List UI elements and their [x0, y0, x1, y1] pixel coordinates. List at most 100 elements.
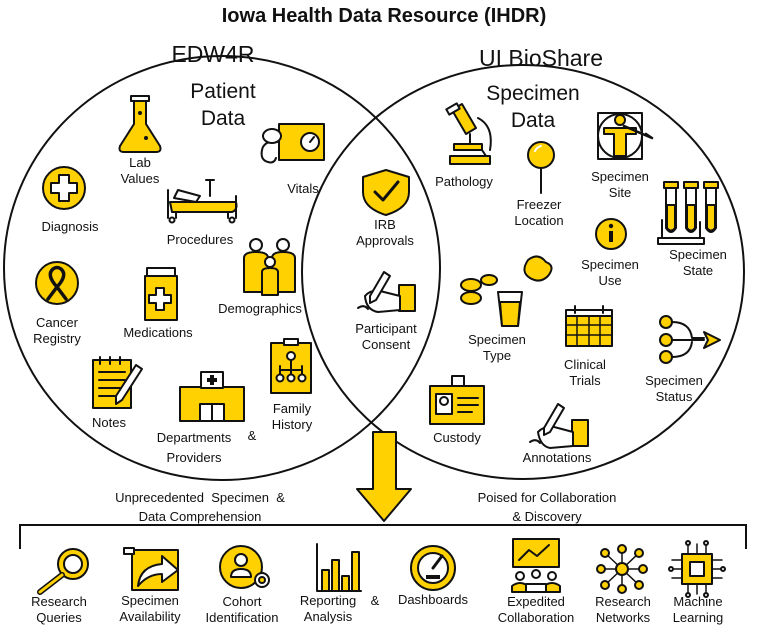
specimen-type-label: Specimen Type: [459, 332, 535, 364]
benefit-machine-learning: Machine Learning: [662, 594, 734, 626]
status-flow-icon: [659, 315, 721, 364]
blood-pressure-icon: [260, 123, 325, 164]
providers-line: Providers: [166, 449, 222, 465]
specimen-state-label: Specimen State: [660, 247, 736, 279]
procedures-label: Procedures: [166, 232, 234, 247]
pathology-label: Pathology: [435, 174, 493, 189]
specimen-data-heading: Specimen Data: [478, 80, 588, 135]
trials-line-1: Clinical: [564, 357, 606, 372]
bioshare-circle: [301, 64, 745, 480]
status-line-2: Status: [655, 388, 693, 404]
departments-line: Departments: [156, 430, 232, 445]
benefit-research-queries-line-1: Research: [31, 594, 87, 609]
bar-chart-icon: [316, 543, 362, 592]
signing-hand-icon: [357, 271, 416, 313]
hospital-bed-icon: [167, 179, 238, 224]
medications-label: Medications: [123, 325, 193, 340]
id-badge-icon: [429, 375, 485, 425]
specimen-samples-icon: [460, 255, 553, 327]
page-title: Iowa Health Data Resource (IHDR): [221, 5, 547, 27]
cancer-registry-label: Cancer Registry: [22, 315, 92, 347]
participant-consent-label: Participant Consent: [340, 321, 432, 353]
test-tubes-icon: [657, 181, 719, 245]
vitals-label: Vitals: [287, 181, 319, 196]
family-history-line-2: History: [271, 416, 313, 432]
diagnosis-label: Diagnosis: [41, 219, 99, 234]
benefit-collab-line-2: Collaboration: [497, 609, 575, 625]
shield-check-icon: [362, 169, 410, 216]
flask-icon: [118, 95, 162, 153]
benefit-research-networks: Research Networks: [588, 594, 658, 626]
benefit-research-queries-line-2: Queries: [36, 609, 82, 625]
cancer-registry-line-1: Cancer: [36, 315, 78, 330]
lab-values-line-1: Lab: [129, 155, 151, 170]
demographics-label: Demographics: [218, 301, 302, 316]
type-line-2: Type: [482, 347, 512, 363]
benefit-networks-line-2: Networks: [595, 609, 651, 625]
tagline-right-line-1: Poised for Collaboration: [477, 490, 617, 505]
tagline-left-line-2: Data Comprehension: [138, 508, 262, 524]
lab-values-label: Lab Values: [105, 155, 175, 187]
irb-line-2: Approvals: [356, 232, 414, 248]
chip-icon: [668, 540, 726, 598]
use-line-1: Specimen: [581, 257, 639, 272]
benefit-collab-line-1: Expedited: [507, 594, 565, 609]
state-line-2: State: [682, 262, 714, 278]
consent-line-2: Consent: [361, 336, 411, 352]
freezer-location-label: Freezer Location: [504, 197, 574, 229]
specimen-status-label: Specimen Status: [636, 373, 712, 405]
cancer-ribbon-icon: [35, 261, 79, 305]
specimen-data-line-2: Data: [510, 109, 556, 133]
patient-data-line-1: Patient: [190, 80, 256, 103]
custody-label: Custody: [433, 430, 481, 445]
cancer-registry-line-2: Registry: [33, 330, 81, 346]
notepad-icon: [92, 356, 143, 409]
edw4r-circle: [3, 55, 441, 481]
microscope-icon: [445, 102, 492, 165]
info-icon: [595, 218, 627, 250]
irb-approvals-label: IRB Approvals: [345, 217, 425, 249]
bioshare-title: UI BioShare: [478, 45, 603, 71]
meeting-icon: [511, 538, 561, 593]
irb-line-1: IRB: [374, 217, 396, 232]
tagline-left-line-1: Unprecedented Specimen &: [115, 490, 285, 505]
freezer-line-1: Freezer: [516, 197, 562, 212]
departments-ampersand: &: [247, 428, 257, 443]
benefit-reporting-analysis: Reporting Analysis: [292, 593, 364, 625]
site-line-2: Site: [608, 184, 632, 200]
benefit-reporting-line-1: Reporting: [299, 593, 357, 608]
network-icon: [596, 544, 648, 594]
tagline-right-line-2: & Discovery: [512, 508, 582, 524]
family-icon: [243, 238, 296, 296]
benefit-cohort-identification: Cohort Identification: [192, 594, 292, 626]
benefit-ml-line-1: Machine: [673, 594, 723, 609]
family-tree-icon: [270, 338, 312, 394]
benefit-availability-line-2: Availability: [119, 608, 181, 624]
magnifier-icon: [37, 548, 89, 595]
calendar-icon: [565, 305, 613, 347]
annotations-label: Annotations: [522, 450, 592, 465]
consent-line-1: Participant: [355, 321, 417, 336]
use-line-2: Use: [598, 272, 622, 288]
edw4r-title: EDW4R: [171, 41, 255, 67]
benefits-bracket: [19, 524, 747, 549]
benefit-reporting-line-2: Analysis: [303, 608, 353, 624]
notes-label: Notes: [92, 415, 126, 430]
gauge-icon: [410, 545, 456, 591]
cohort-gear-icon: [219, 545, 270, 589]
patient-data-heading: Patient Data: [173, 78, 273, 133]
benefit-networks-line-1: Research: [595, 594, 651, 609]
lab-values-line-2: Values: [120, 170, 160, 186]
site-line-1: Specimen: [591, 169, 649, 184]
benefit-expedited-collaboration: Expedited Collaboration: [482, 594, 590, 626]
trials-line-2: Trials: [569, 372, 601, 388]
specimen-data-line-1: Specimen: [486, 82, 580, 105]
family-history-line-1: Family: [272, 401, 312, 416]
benefit-reporting-ampersand: &: [370, 593, 380, 608]
benefit-availability-line-1: Specimen: [121, 593, 179, 608]
hospital-building-icon: [179, 371, 245, 422]
specimen-use-label: Specimen Use: [572, 257, 648, 289]
pill-bottle-icon: [144, 267, 178, 321]
